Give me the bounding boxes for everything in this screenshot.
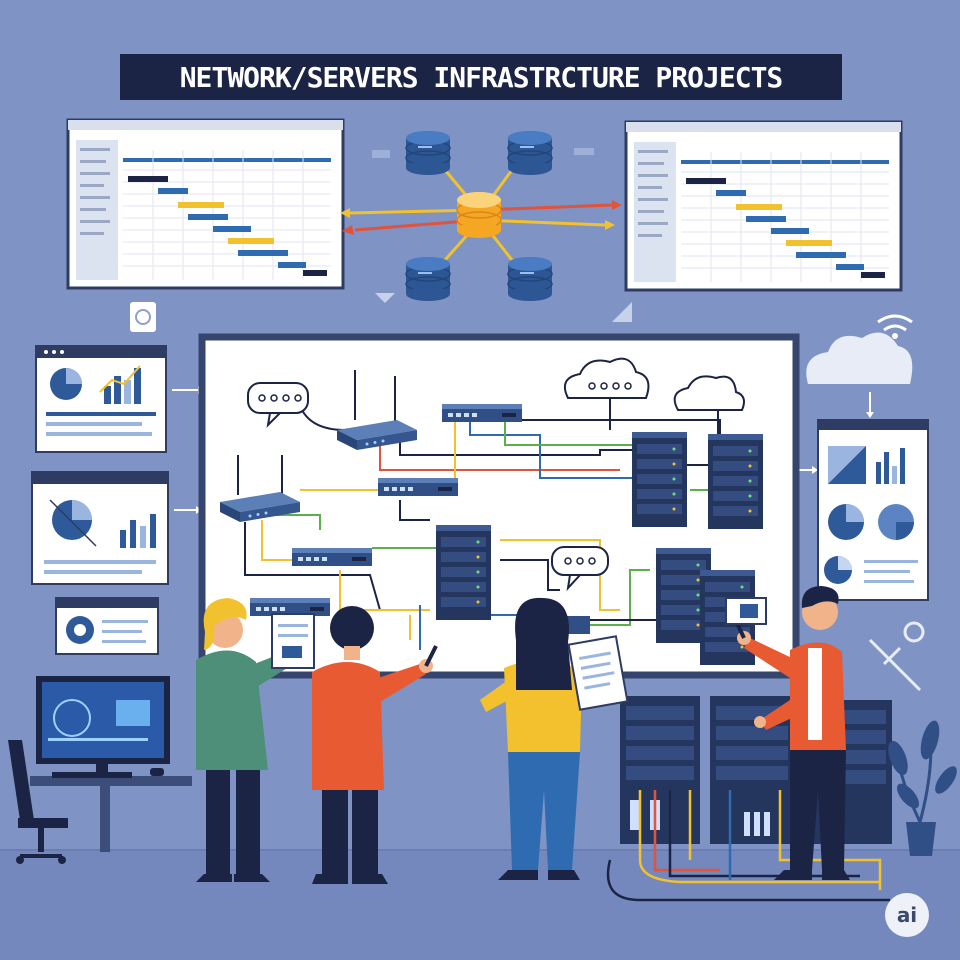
- chat-bubble-icon: [247, 382, 309, 428]
- router-icon: [220, 455, 300, 522]
- office-chair-icon: [8, 740, 68, 864]
- person-orange-sweater: [312, 606, 438, 884]
- speaker-icon: [130, 302, 156, 332]
- network-diagram: [220, 357, 763, 665]
- server-rack-icon: [436, 525, 491, 620]
- server-rack-icon: [708, 434, 763, 529]
- cloud-icon: [673, 375, 745, 411]
- database-icon: [507, 256, 553, 302]
- ai-badge: ai: [885, 893, 929, 937]
- person-orange-jacket: [725, 586, 850, 880]
- switch-icon: [292, 548, 372, 566]
- wifi-icon: [877, 314, 913, 332]
- dashboard-card-2: [31, 471, 169, 585]
- page-title: NETWORK/SERVERS INFRASTRCTURE PROJECTS: [120, 54, 842, 100]
- server-rack-icon: [632, 432, 687, 527]
- tools-icon: [868, 621, 925, 692]
- database-hub: [340, 130, 622, 302]
- chat-bubble-icon: [551, 546, 609, 592]
- person-yellow-sweater: [480, 597, 629, 880]
- router-icon: [337, 370, 417, 450]
- database-icon: [405, 256, 451, 302]
- gantt-window-left: [66, 118, 345, 290]
- gantt-window-right: [624, 120, 903, 292]
- cloud-icon: [564, 357, 650, 399]
- cloud-wifi: [806, 314, 913, 384]
- report-card: [817, 419, 929, 601]
- database-icon: [507, 130, 553, 176]
- switch-icon: [442, 404, 522, 422]
- plant-icon: [888, 720, 957, 856]
- workstation: [8, 676, 192, 864]
- dashboard-card-3: [55, 597, 159, 655]
- database-icon: [405, 130, 451, 176]
- person-green-sweater: [196, 598, 315, 882]
- dashboard-card-1: [35, 345, 167, 453]
- switch-icon: [378, 478, 458, 496]
